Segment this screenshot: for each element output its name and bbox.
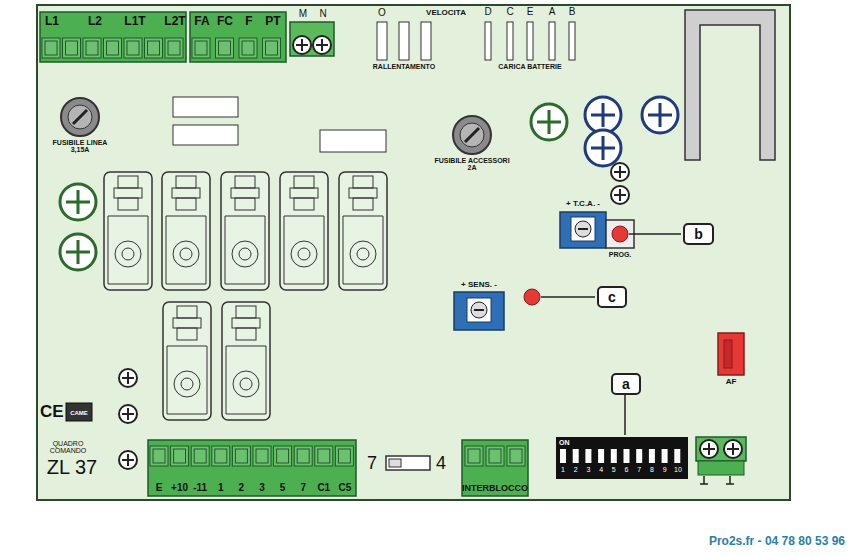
jumper-label: C bbox=[506, 7, 513, 18]
dip-number: 10 bbox=[674, 466, 682, 473]
jumper-label: O bbox=[378, 8, 386, 19]
terminal-label: 3 bbox=[259, 483, 265, 494]
terminal-label: L2 bbox=[88, 15, 102, 28]
terminal-label: -11 bbox=[193, 483, 207, 494]
connector-label: AF bbox=[726, 378, 737, 386]
dip-number: 3 bbox=[586, 466, 590, 473]
jumper-group-label: RALLENTAMENTO bbox=[373, 63, 435, 70]
callout-letter: c bbox=[600, 288, 624, 306]
trimmer-label: + SENS. - bbox=[461, 281, 497, 289]
dip-label: ON bbox=[559, 439, 570, 446]
terminal-label: FC bbox=[217, 15, 233, 28]
board-caption: QUADRO COMANDO bbox=[38, 440, 98, 455]
terminal-label: N bbox=[319, 9, 326, 20]
terminal-label: 2 bbox=[239, 483, 245, 494]
dip-number: 9 bbox=[663, 466, 667, 473]
jumper-label: 4 bbox=[436, 454, 446, 473]
callout-letter: a bbox=[614, 375, 638, 393]
jumper-label: B bbox=[569, 7, 576, 18]
terminal-label: L1 bbox=[45, 15, 59, 28]
terminal-label: 5 bbox=[280, 483, 286, 494]
jumper-label: E bbox=[527, 7, 534, 18]
terminal-label: 1 bbox=[218, 483, 224, 494]
ce-mark: CE bbox=[40, 403, 64, 421]
dip-number: 2 bbox=[574, 466, 578, 473]
button-label: PROG. bbox=[609, 251, 632, 258]
jumper-group-label: CARICA BATTERIE bbox=[498, 63, 561, 70]
fuse-label: FUSIBILE LINEA 3,15A bbox=[45, 139, 115, 154]
dip-number: 7 bbox=[637, 466, 641, 473]
jumper-label: 7 bbox=[367, 454, 377, 473]
terminal-label: C5 bbox=[339, 483, 352, 494]
terminal-label: +10 bbox=[171, 483, 188, 494]
dip-number: 1 bbox=[561, 466, 565, 473]
brand-logo: CAME bbox=[70, 410, 88, 416]
terminal-label: E bbox=[156, 483, 163, 494]
trimmer-label: + T.C.A. - bbox=[566, 200, 600, 208]
jumper-label: VELOCITA bbox=[426, 9, 466, 17]
jumper-label: D bbox=[484, 7, 491, 18]
terminal-label: M bbox=[299, 9, 307, 20]
terminal-label: L2T bbox=[164, 15, 185, 28]
watermark: Pro2s.fr - 04 78 80 53 96 bbox=[709, 535, 845, 548]
terminal-label: C1 bbox=[317, 483, 330, 494]
fuse-label: FUSIBILE ACCESSORI 2A bbox=[432, 157, 512, 172]
dip-number: 5 bbox=[612, 466, 616, 473]
terminal-label: 7 bbox=[300, 483, 306, 494]
terminal-label: PT bbox=[265, 15, 280, 28]
terminal-label: INTERBLOCCO bbox=[462, 484, 528, 493]
terminal-label: L1T bbox=[124, 15, 145, 28]
terminal-label: F bbox=[245, 15, 252, 28]
dip-number: 8 bbox=[650, 466, 654, 473]
dip-number: 4 bbox=[599, 466, 603, 473]
callout-box: a bbox=[611, 373, 641, 395]
jumper-label: A bbox=[549, 7, 556, 18]
dip-number: 6 bbox=[625, 466, 629, 473]
callout-box: b bbox=[683, 223, 714, 245]
callout-letter: b bbox=[686, 225, 711, 243]
terminal-label: FA bbox=[194, 15, 209, 28]
board-model: ZL 37 bbox=[47, 457, 97, 478]
callout-box: c bbox=[597, 286, 627, 308]
